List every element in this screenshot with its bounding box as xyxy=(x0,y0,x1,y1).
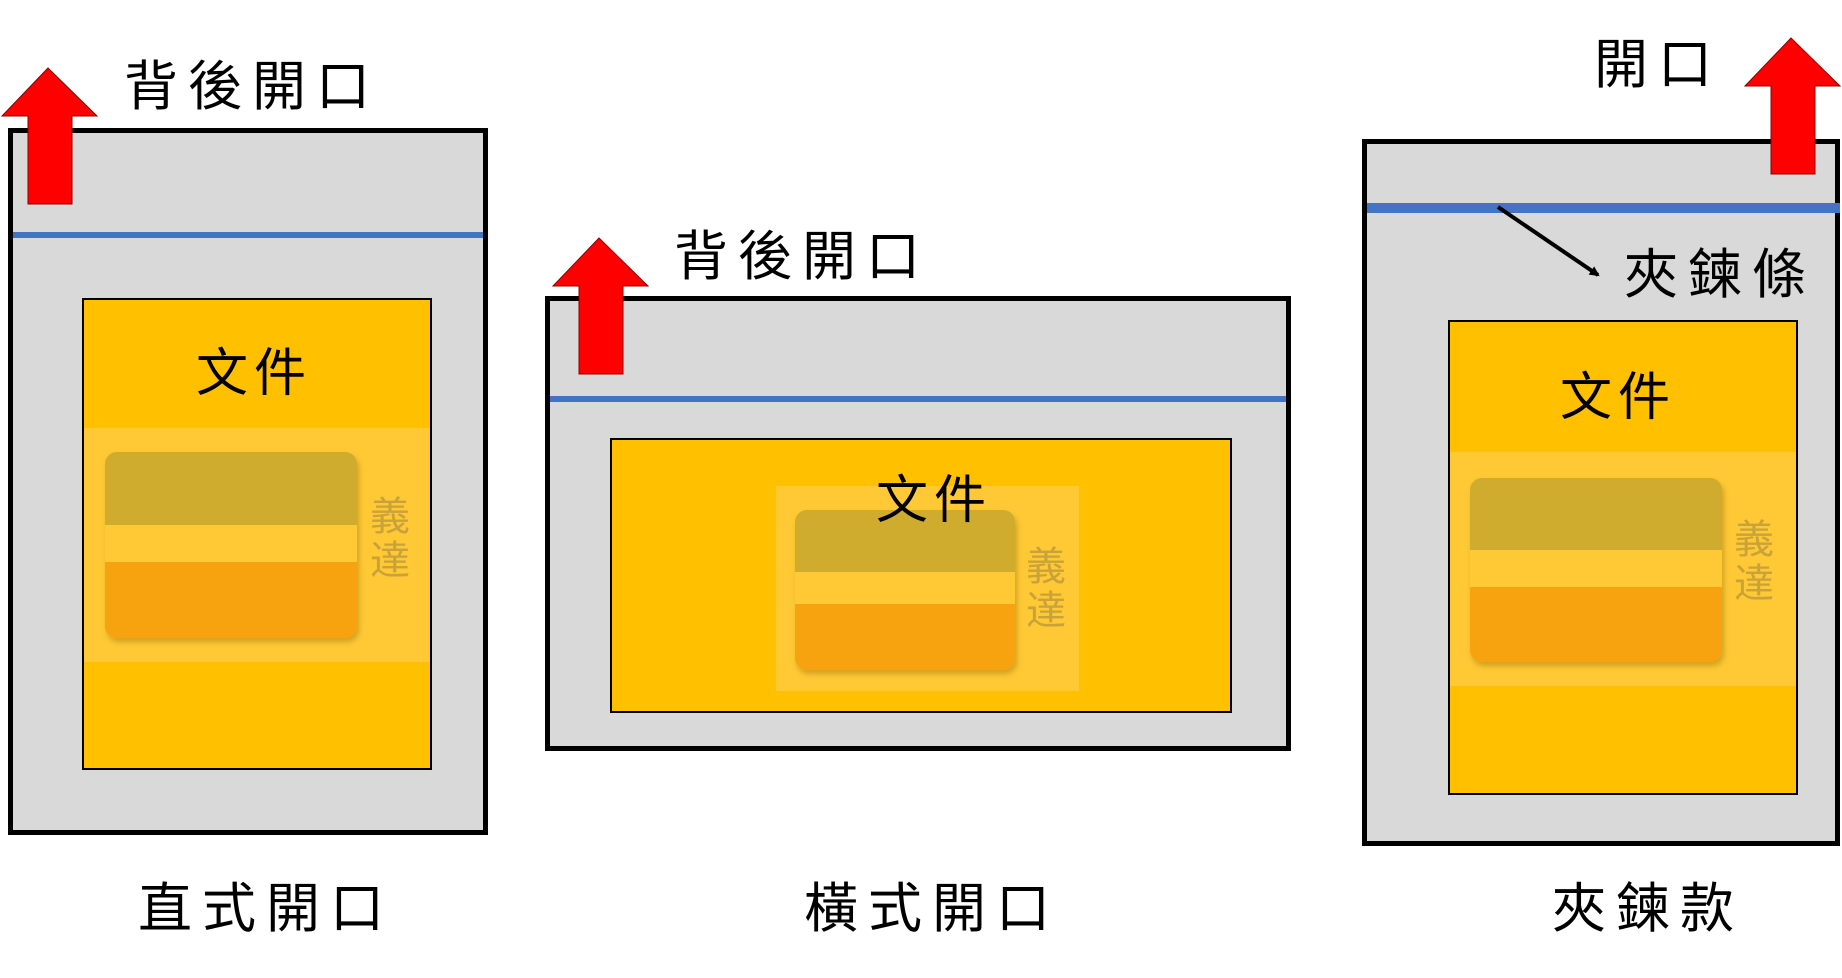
zipper-pointer-arrow-icon xyxy=(1496,205,1600,277)
zipper-card xyxy=(1470,478,1722,662)
zipper-caption: 夾鍊款 xyxy=(1552,877,1744,940)
zipper-document-title: 文件 xyxy=(1560,368,1677,428)
horizontal-opening-label: 背後開口 xyxy=(674,225,930,288)
zipper-seal-line xyxy=(1367,203,1840,213)
vertical-up-arrow-icon xyxy=(0,67,99,205)
vertical-opening-label: 背後開口 xyxy=(124,55,380,118)
horizontal-document-title: 文件 xyxy=(876,471,993,531)
vertical-seal-line xyxy=(13,232,483,238)
zipper-card-text: 義達 xyxy=(1727,518,1773,606)
zipper-up-arrow-icon xyxy=(1743,37,1842,175)
horizontal-card-text: 義達 xyxy=(1019,545,1065,633)
horizontal-caption: 橫式開口 xyxy=(804,877,1060,940)
zipper-strip-label: 夾鍊條 xyxy=(1624,243,1816,306)
horizontal-seal-line xyxy=(550,396,1286,402)
vertical-card-text: 義達 xyxy=(363,495,409,583)
zipper-opening-label: 開口 xyxy=(1594,33,1722,96)
vertical-caption: 直式開口 xyxy=(138,877,394,940)
horizontal-card xyxy=(795,510,1015,670)
horizontal-up-arrow-icon xyxy=(551,237,650,375)
vertical-document-title: 文件 xyxy=(196,344,313,404)
vertical-card xyxy=(105,452,357,638)
